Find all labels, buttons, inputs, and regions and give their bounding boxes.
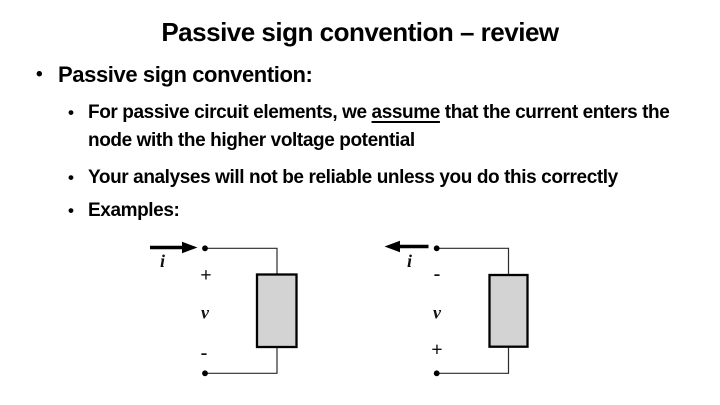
circuit-element-body [488,273,529,348]
current-label: i [160,251,165,271]
circuit-diagram-right: i - v + [384,240,529,377]
polarity-top-label: + [200,265,211,287]
bullet-dot-icon: • [68,103,74,122]
voltage-label: v [201,303,210,323]
polarity-bottom-label: - [201,342,208,364]
polarity-top-label: - [434,263,441,285]
bullet-item-reliability: • Your analyses will not be reliable unl… [68,164,720,192]
node-dot-bottom [202,370,208,377]
current-arrow-head-left-icon [384,240,400,253]
wire-bottom [436,346,510,374]
bullet-item-examples: • Examples: [68,197,368,225]
bullet-item-assumption-text: For passive circuit elements, we assume … [88,99,690,155]
circuit-diagram-left: i + v - [150,241,298,377]
bullet-dot-icon: • [36,64,43,85]
node-dot-top [202,245,208,252]
wire-top [436,247,510,275]
wire-top [205,247,278,275]
bullet-item-assumption: • For passive circuit elements, we assum… [68,99,690,155]
current-arrow-head-right-icon [182,241,198,254]
slide-title: Passive sign convention – review [161,17,559,47]
bullet-dot-icon: • [68,168,74,187]
current-label: i [407,251,412,271]
node-dot-bottom [433,370,440,377]
bullet-item-examples-label: Examples: [88,200,180,221]
bullet-item-level1-label: Passive sign convention: [58,62,313,87]
bullet-item-level1: • Passive sign convention: [36,61,313,89]
assumption-text-pre: For passive circuit elements, we [88,102,372,123]
assumption-text-post: that the current enters the node with th… [88,102,670,151]
voltage-label: v [433,303,442,323]
bullet-item-reliability-label: Your analyses will not be reliable unles… [88,167,618,188]
assumption-text-underlined: assume [371,102,441,123]
polarity-bottom-label: + [431,339,442,361]
node-dot-top [433,245,440,252]
bullet-dot-icon: • [68,201,74,220]
circuit-element-body [255,273,298,349]
wire-bottom [205,347,278,374]
